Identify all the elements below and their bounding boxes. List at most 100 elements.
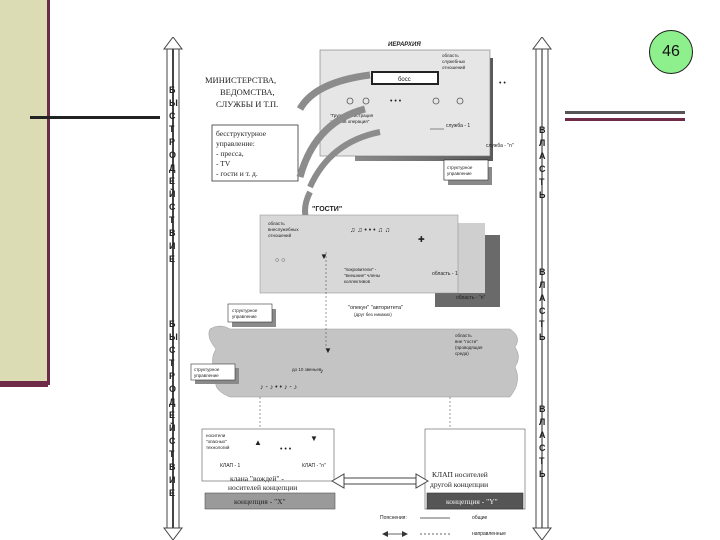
- clan-y-panel: КЛАП носителей другой концепции концепци…: [424, 428, 526, 510]
- svg-text:С: С: [539, 164, 546, 174]
- svg-text:Д: Д: [169, 397, 176, 407]
- svg-text:Й: Й: [169, 188, 175, 199]
- svg-text:Л: Л: [539, 138, 545, 148]
- svg-text:направленные: направленные: [472, 531, 506, 537]
- svg-text:СЛУЖБЫ И Т.П.: СЛУЖБЫ И Т.П.: [216, 99, 278, 109]
- svg-text:- гости и т. д.: - гости и т. д.: [216, 169, 258, 178]
- svg-text:(проводящая: (проводящая: [455, 345, 483, 350]
- dashed-links: [259, 252, 451, 432]
- svg-text:♫ ♫ • • • ♫ ♫: ♫ ♫ • • • ♫ ♫: [350, 227, 390, 234]
- klap-1-label: КЛАП - 1: [220, 463, 241, 469]
- svg-text:Б: Б: [169, 85, 176, 95]
- guests-medium-band: область вне "гости" (проводящая среда) ▼…: [208, 325, 519, 398]
- svg-text:МИНИСТЕРСТВА,: МИНИСТЕРСТВА,: [205, 75, 276, 85]
- svg-text:Б: Б: [169, 319, 176, 329]
- svg-text:"внешние" члены: "внешние" члены: [344, 273, 380, 278]
- svg-text:отношений: отношений: [442, 64, 466, 70]
- svg-text:И: И: [169, 241, 175, 251]
- svg-text:управление: управление: [232, 314, 257, 319]
- hierarchy-title: ИЕРАРХИЯ: [388, 42, 421, 48]
- svg-text:Т: Т: [169, 449, 175, 459]
- svg-text:• • •: • • •: [390, 98, 402, 105]
- svg-text:С: С: [539, 306, 546, 316]
- hierarchy-diagram: Б Ы С Т Р О Д Е Й С Т В И Е Б Ы С Т Р О …: [163, 37, 552, 540]
- klap-n-label: КЛАП - "n": [302, 463, 326, 469]
- svg-text:"опасных": "опасных": [206, 439, 227, 444]
- svg-text:коллективов: коллективов: [344, 279, 371, 284]
- svg-text:С: С: [169, 111, 176, 121]
- svg-text:структурное: структурное: [194, 367, 220, 372]
- svg-text:В: В: [169, 462, 176, 472]
- svg-text:структурное: структурное: [232, 308, 258, 313]
- top-hierarchy-panel: ИЕРАРХИЯ босс область служебных отношени…: [319, 42, 514, 161]
- right-double-arrow: [532, 37, 552, 540]
- svg-text:Е: Е: [169, 488, 175, 498]
- clan-x-panel: носители "опасных" технологий ▲ • • • ▼ …: [201, 428, 336, 510]
- svg-text:Ы: Ы: [169, 332, 178, 342]
- svg-text:Р: Р: [169, 137, 175, 147]
- svg-text:Т: Т: [539, 177, 545, 187]
- right-vertical-label-3: В Л А С Т Ь: [539, 404, 546, 479]
- slide-number: 46: [662, 43, 680, 60]
- svg-text:Е: Е: [169, 254, 175, 264]
- svg-text:область: область: [268, 221, 285, 226]
- sidebar-band: [0, 0, 47, 385]
- svg-text:среда): среда): [455, 351, 469, 356]
- svg-text:В: В: [539, 267, 546, 277]
- svg-text:носители: носители: [206, 433, 226, 438]
- service-1-label: служба - 1: [446, 123, 470, 129]
- svg-text:внеслужебных: внеслужебных: [268, 227, 299, 232]
- svg-text:структурное: структурное: [447, 165, 473, 170]
- svg-text:И: И: [169, 475, 175, 485]
- structural-mgmt-top: структурное управление: [443, 159, 492, 185]
- svg-text:Е: Е: [169, 176, 175, 186]
- middle-panel: область внеслужебных отношений ♫ ♫ • • •…: [259, 214, 500, 307]
- ministries-label: МИНИСТЕРСТВА, ВЕДОМСТВА, СЛУЖБЫ И Т.П.: [205, 75, 278, 109]
- svg-text:КЛАП носителей: КЛАП носителей: [432, 470, 488, 479]
- svg-text:ВЕДОМСТВА,: ВЕДОМСТВА,: [220, 87, 275, 97]
- structural-mgmt-low: структурное управление: [190, 363, 239, 384]
- title-rule-left: [30, 116, 160, 119]
- svg-text:область: область: [442, 53, 459, 58]
- right-vertical-label-2: В Л А С Т Ь: [539, 267, 546, 342]
- svg-text:технологий: технологий: [206, 444, 230, 450]
- concept-y-label: концепция - "Y": [446, 497, 498, 506]
- svg-text:Т: Т: [539, 319, 545, 329]
- left-vertical-label-1: Б Ы С Т Р О Д Е Й С Т В И Е: [169, 85, 178, 264]
- concept-x-label: концепция - "X": [234, 497, 286, 506]
- svg-text:С: С: [169, 202, 176, 212]
- title-rule-right: [565, 111, 685, 114]
- svg-text:законов операция": законов операция": [330, 119, 370, 124]
- svg-text:✚: ✚: [418, 235, 425, 244]
- svg-text:Л: Л: [539, 417, 545, 427]
- svg-text:С: С: [539, 443, 546, 453]
- svg-text:Д: Д: [169, 163, 176, 173]
- svg-text:Т: Т: [539, 456, 545, 466]
- svg-text:Л: Л: [539, 280, 545, 290]
- svg-text:В: В: [539, 404, 546, 414]
- title-rule-right-accent: [565, 118, 685, 121]
- svg-text:С: С: [169, 436, 176, 446]
- svg-text:▼: ▼: [320, 252, 328, 261]
- svg-text:область: область: [455, 333, 472, 338]
- svg-text:В: В: [169, 228, 176, 238]
- up-to-10-label: до 10 звеньев: [292, 367, 322, 372]
- svg-text:• • •: • • •: [280, 446, 292, 453]
- sidebar-bottom-bar: [0, 381, 48, 387]
- svg-text:В: В: [539, 125, 546, 135]
- svg-text:бесструктурное: бесструктурное: [216, 129, 267, 138]
- svg-text:Ь: Ь: [539, 190, 546, 200]
- left-vertical-label-2: Б Ы С Т Р О Д Е Й С Т В И Е: [169, 319, 178, 498]
- svg-text:клана "вождей" -: клана "вождей" -: [230, 474, 284, 483]
- svg-text:Т: Т: [169, 358, 175, 368]
- legend: Пояснения: общие направленные: [380, 515, 506, 537]
- svg-text:▼: ▼: [310, 434, 318, 443]
- svg-text:♪: ♪: [320, 368, 324, 375]
- svg-text:А: А: [539, 430, 546, 440]
- svg-text:(друг без никаких): (друг без никаких): [354, 312, 392, 317]
- svg-text:○ ○: ○ ○: [275, 257, 285, 264]
- region-1-label: область - 1: [432, 271, 458, 277]
- svg-text:управление: управление: [447, 171, 472, 176]
- svg-text:Ь: Ь: [539, 332, 546, 342]
- region-n-label: область - "n": [456, 295, 486, 301]
